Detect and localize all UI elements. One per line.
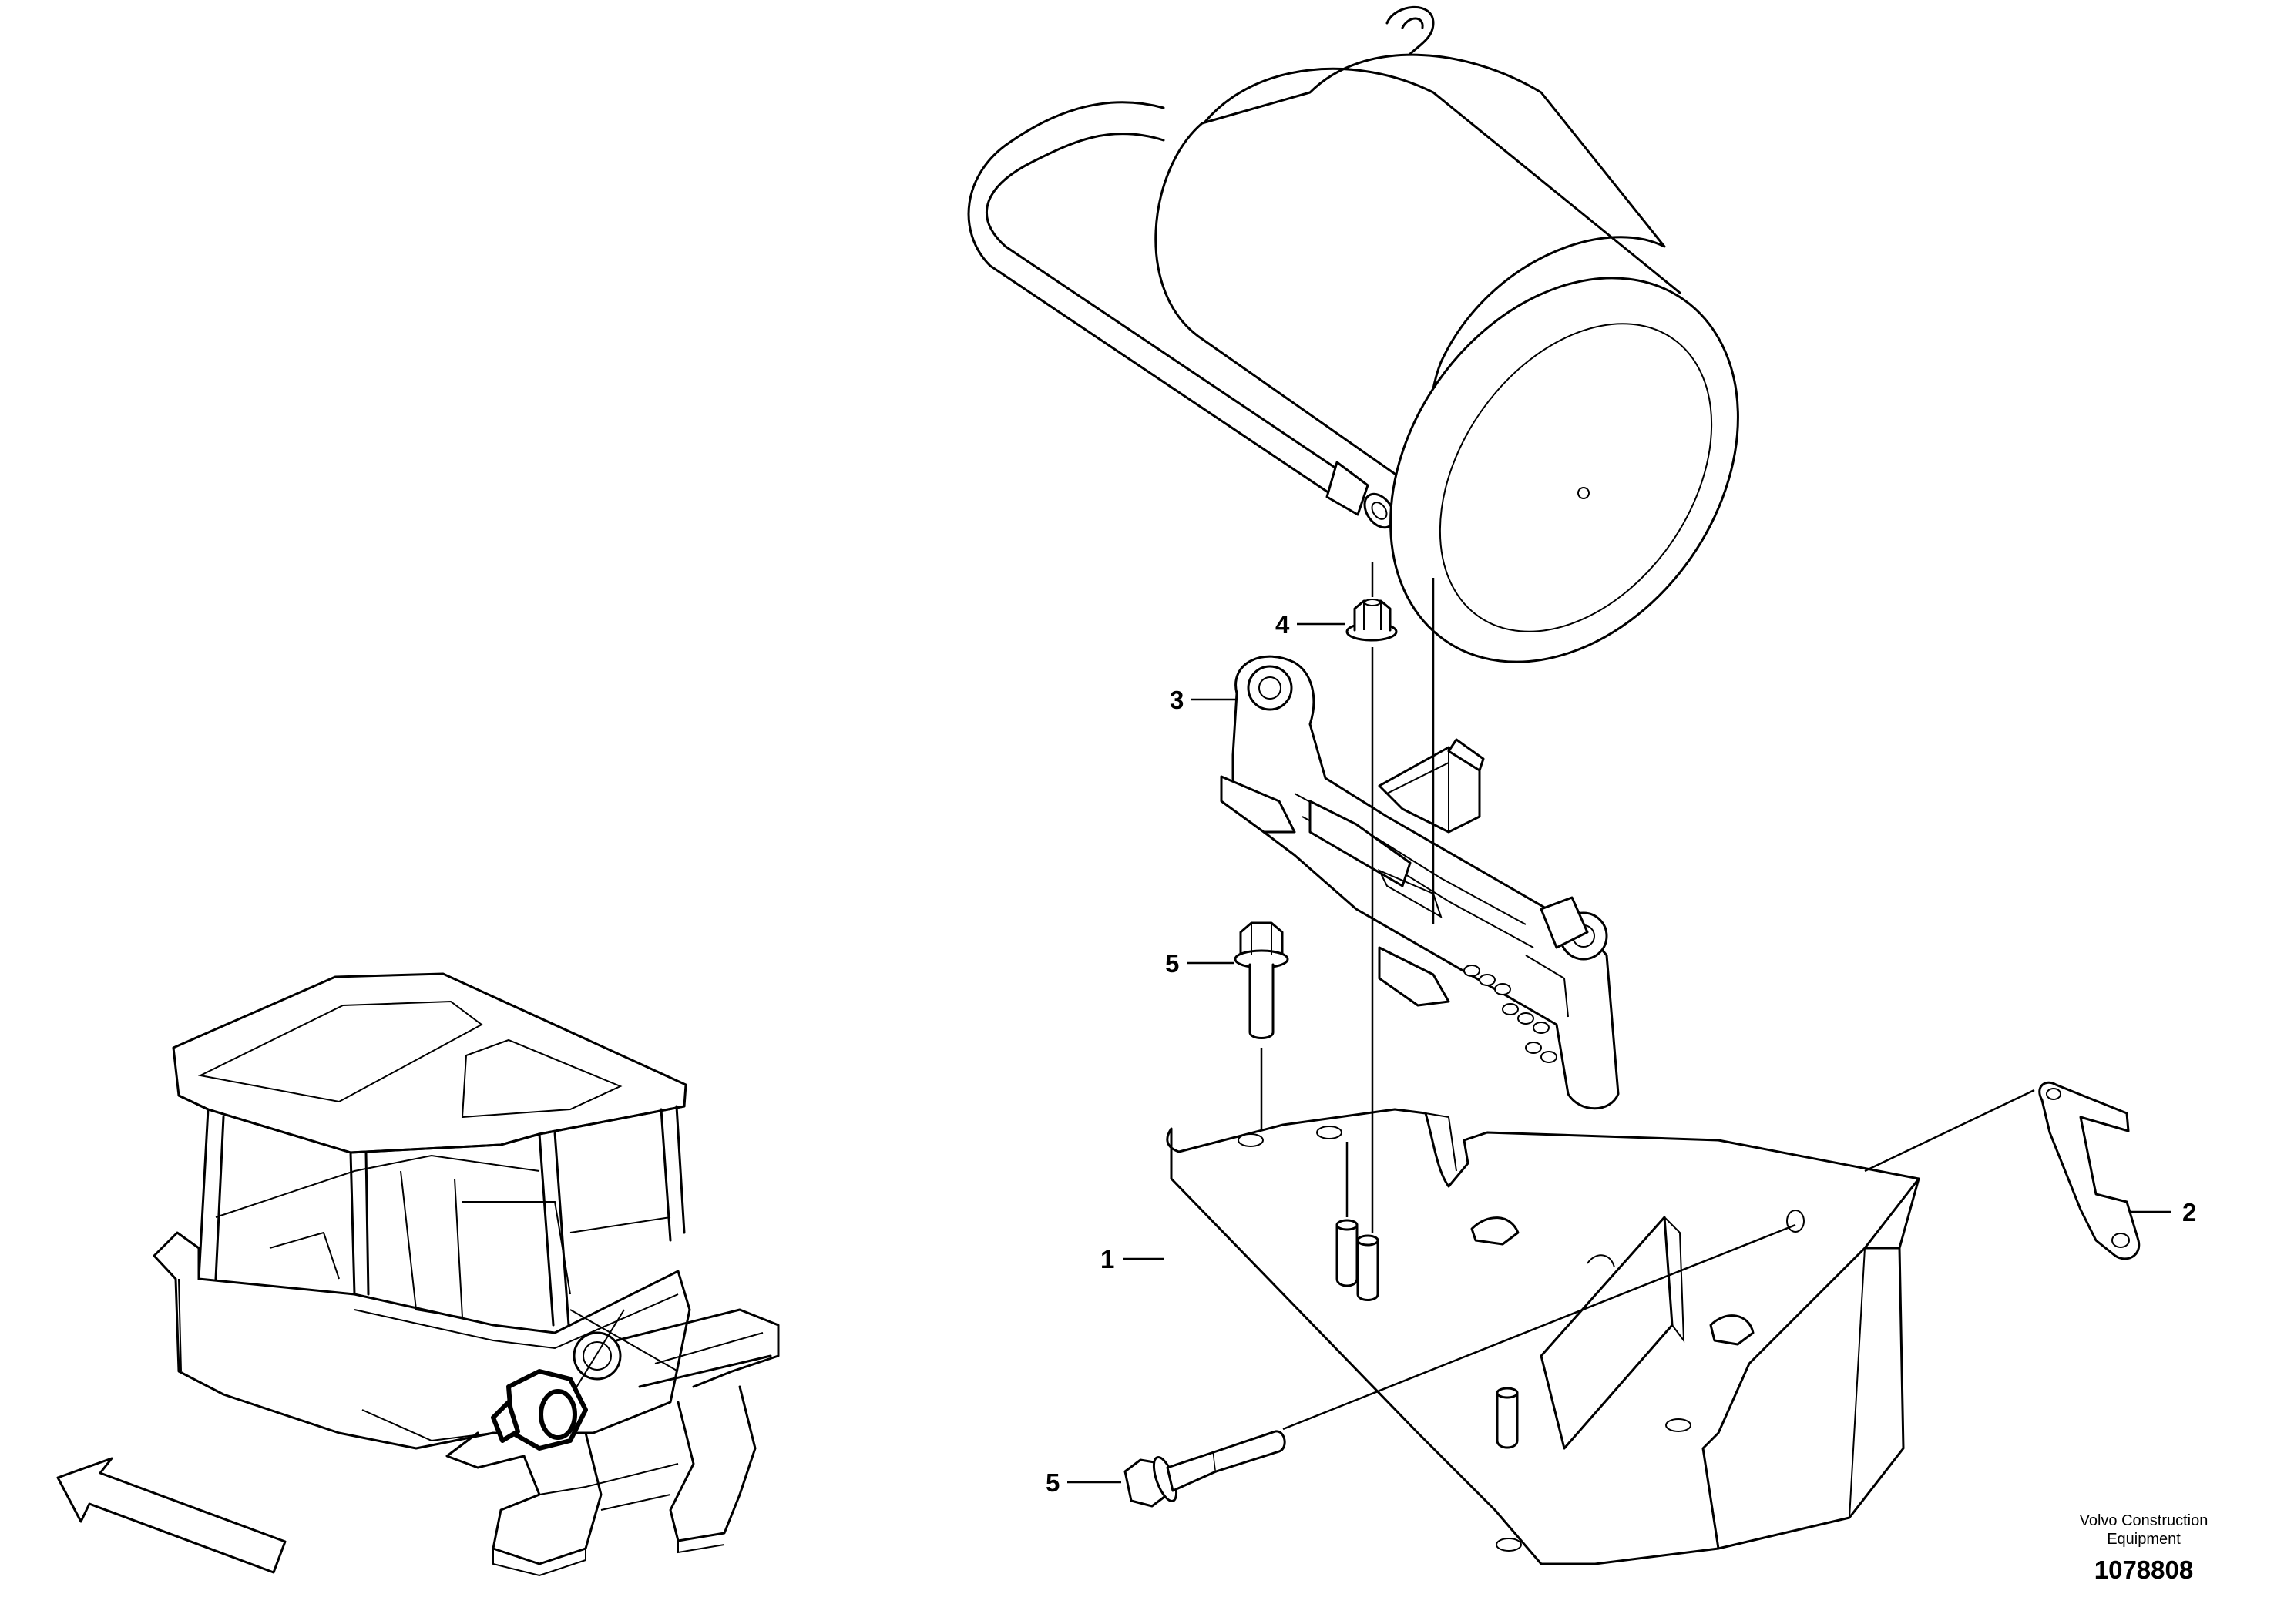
flange-bolt-horizontal xyxy=(1123,1430,1286,1508)
callout-2: 2 xyxy=(2182,1198,2196,1226)
flange-nut xyxy=(1345,599,1398,642)
flange-bolt-vertical xyxy=(1234,921,1289,1039)
callout-5-lower: 5 xyxy=(1046,1468,1060,1497)
callout-3: 3 xyxy=(1170,686,1184,714)
assembly-lines xyxy=(1067,562,2171,1484)
mounting-clip xyxy=(2038,1081,2141,1260)
base-bracket xyxy=(1166,1108,1920,1565)
callout-4: 4 xyxy=(1275,610,1290,639)
sleeve-pin xyxy=(1356,1234,1379,1301)
arrow-icon xyxy=(56,1457,287,1574)
strap-bracket xyxy=(1220,655,1620,1110)
machine-overview-icon xyxy=(153,972,780,1577)
callout-1: 1 xyxy=(1100,1245,1114,1273)
drawing-number: 1078808 xyxy=(2094,1555,2193,1584)
callout-5-upper: 5 xyxy=(1165,949,1179,978)
brand-line-2: Equipment xyxy=(2107,1531,2181,1548)
brand-line-1: Volvo Construction xyxy=(2080,1512,2208,1529)
air-tank xyxy=(967,5,1739,663)
